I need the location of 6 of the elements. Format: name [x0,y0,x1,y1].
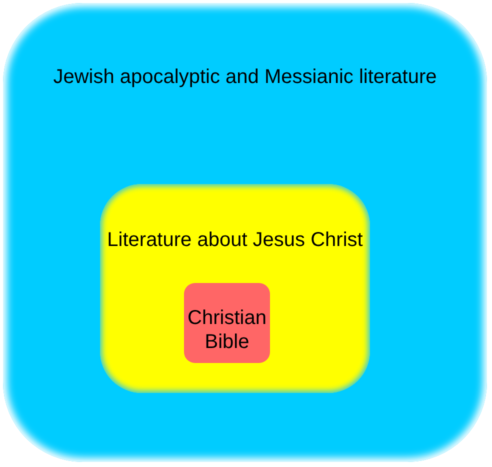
inner-region-box [184,283,270,363]
region-label: Christian Bible [188,307,266,353]
region-label: Literature about Jesus Christ [107,229,363,251]
region-label: Jewish apocalyptic and Messianic literature [53,66,437,88]
middle-region-box [100,184,370,393]
outer-region-box [3,3,487,462]
